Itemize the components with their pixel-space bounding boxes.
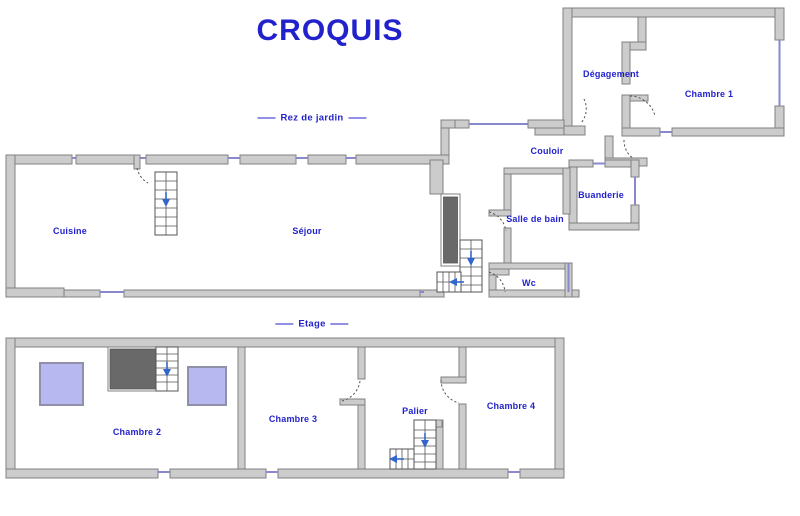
wc-walls xyxy=(488,262,580,298)
skylight-left xyxy=(39,362,84,406)
buanderie-walls xyxy=(568,159,640,231)
dark-block-chambre2 xyxy=(109,348,157,390)
room-label-chambre-3: Chambre 3 xyxy=(268,414,318,424)
skylight-right xyxy=(187,366,227,406)
room-label-sejour: Séjour xyxy=(292,226,322,236)
door-arc-cuisine xyxy=(136,167,149,184)
divider-dash-left xyxy=(257,117,276,119)
section-label-text: Etage xyxy=(298,318,326,330)
door-arc-chambre1 xyxy=(629,95,656,117)
dark-block-sejour xyxy=(443,196,458,264)
room-label-chambre-2: Chambre 2 xyxy=(112,427,162,437)
room-label-palier: Palier xyxy=(402,406,428,416)
divider-dash-left xyxy=(275,323,294,325)
door-swing-arcs-middle xyxy=(488,211,507,293)
room-label-wc: Wc xyxy=(522,278,536,288)
palier-staircase xyxy=(389,419,444,470)
room-label-couloir: Couloir xyxy=(530,146,564,156)
stair-direction-arrow xyxy=(389,455,397,463)
door-swing-arcs-cuisine xyxy=(136,167,149,184)
stair-direction-arrow xyxy=(421,440,429,448)
etage-outer-walls xyxy=(5,337,565,479)
chambre2-fixture-and-stairs xyxy=(107,346,179,392)
door-swing-arcs-etage xyxy=(341,379,460,404)
main-block-walls xyxy=(5,154,450,298)
room-label-buanderie: Buanderie xyxy=(578,190,624,200)
floor-rez-de-jardin xyxy=(5,7,785,298)
divider-dash-right xyxy=(348,117,367,119)
skylights-chambre2 xyxy=(39,362,227,406)
floor-etage xyxy=(5,337,565,479)
upper-block-walls xyxy=(534,7,785,137)
door-arc-chambre4 xyxy=(440,379,460,404)
door-arc-wc xyxy=(488,271,506,293)
door-arc-degagement xyxy=(580,98,587,124)
stair-direction-arrow xyxy=(467,258,475,266)
section-label-text: Rez de jardin xyxy=(280,112,344,124)
page-title: CROQUIS xyxy=(256,14,404,47)
door-arc-couloir-upper xyxy=(623,139,635,160)
staircase-cuisine xyxy=(154,171,178,236)
stair-direction-arrow xyxy=(449,278,457,286)
stair-direction-arrow xyxy=(162,199,170,207)
room-label-cuisine: Cuisine xyxy=(53,226,87,236)
room-label-chambre-1: Chambre 1 xyxy=(684,89,734,99)
door-arc-salle-de-bain xyxy=(488,211,507,232)
section-label-rez-de-jardin: Rez de jardin xyxy=(252,112,371,123)
room-label-salle-de-bain: Salle de bain xyxy=(506,214,564,224)
section-label-etage: Etage xyxy=(270,318,353,329)
room-label-chambre-4: Chambre 4 xyxy=(486,401,536,411)
door-arc-chambre3 xyxy=(341,380,361,402)
sejour-fixture-and-stairs xyxy=(436,193,483,293)
door-swing-arcs-upper xyxy=(580,95,656,160)
divider-dash-right xyxy=(330,323,349,325)
couloir-walls xyxy=(440,119,648,167)
salle-de-bain-walls xyxy=(488,167,572,270)
room-label-degagement: Dégagement xyxy=(582,69,640,79)
stair-direction-arrow xyxy=(163,369,171,377)
